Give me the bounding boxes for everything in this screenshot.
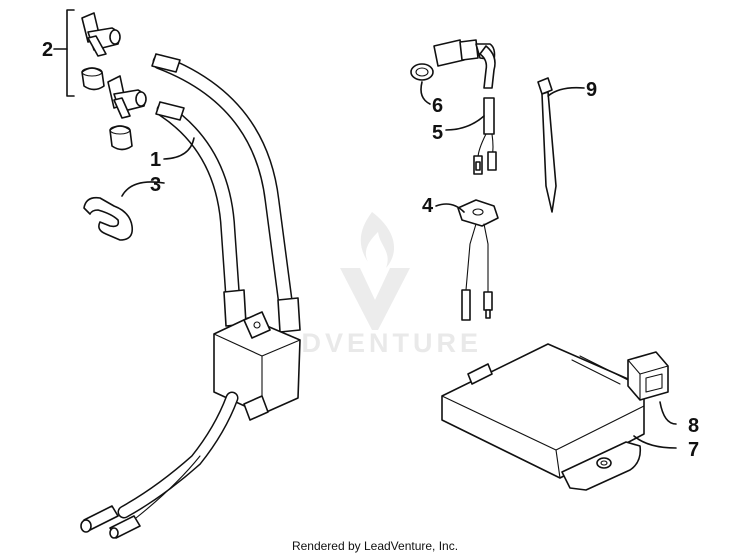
- bracket-part-2: [66, 9, 75, 97]
- watermark-logo-icon: [340, 212, 410, 330]
- leader-line-8: [659, 401, 677, 425]
- callout-1: 1: [150, 149, 161, 171]
- callout-2: 2: [42, 39, 53, 61]
- callout-6: 6: [432, 95, 443, 117]
- leader-line-1: [163, 137, 195, 160]
- part-cable-tie: [537, 77, 557, 213]
- callout-3: 3: [150, 174, 161, 196]
- callout-7: 7: [688, 439, 699, 461]
- leader-line-7: [633, 435, 677, 449]
- part-ignition-coil: [80, 53, 301, 539]
- part-connector-block: [627, 351, 669, 401]
- part-grommet: [410, 63, 434, 81]
- watermark: ADVENTURE: [278, 212, 482, 358]
- part-spark-plug-cap-lower: [107, 75, 147, 119]
- part-cdi-unit: [441, 343, 645, 491]
- callout-4: 4: [422, 195, 434, 217]
- render-credit: Rendered by LeadVenture, Inc.: [291, 539, 459, 553]
- part-bracket-sensor: [457, 199, 499, 321]
- leader-line-5: [445, 115, 485, 131]
- part-temperature-sensor: [433, 39, 497, 175]
- callout-9: 9: [586, 79, 597, 101]
- leader-line-6: [420, 81, 431, 105]
- leader-line-4: [435, 203, 465, 213]
- part-wire-clip: [83, 196, 134, 241]
- leader-line-9: [547, 86, 585, 97]
- callout-8: 8: [688, 415, 699, 437]
- leader-line-3: [121, 181, 165, 197]
- callout-5: 5: [432, 122, 443, 144]
- part-spark-plug-cap-upper: [81, 12, 121, 57]
- part-boot-lower: [109, 125, 133, 151]
- part-boot-upper: [81, 67, 105, 91]
- watermark-text: ADVENTURE: [278, 328, 482, 358]
